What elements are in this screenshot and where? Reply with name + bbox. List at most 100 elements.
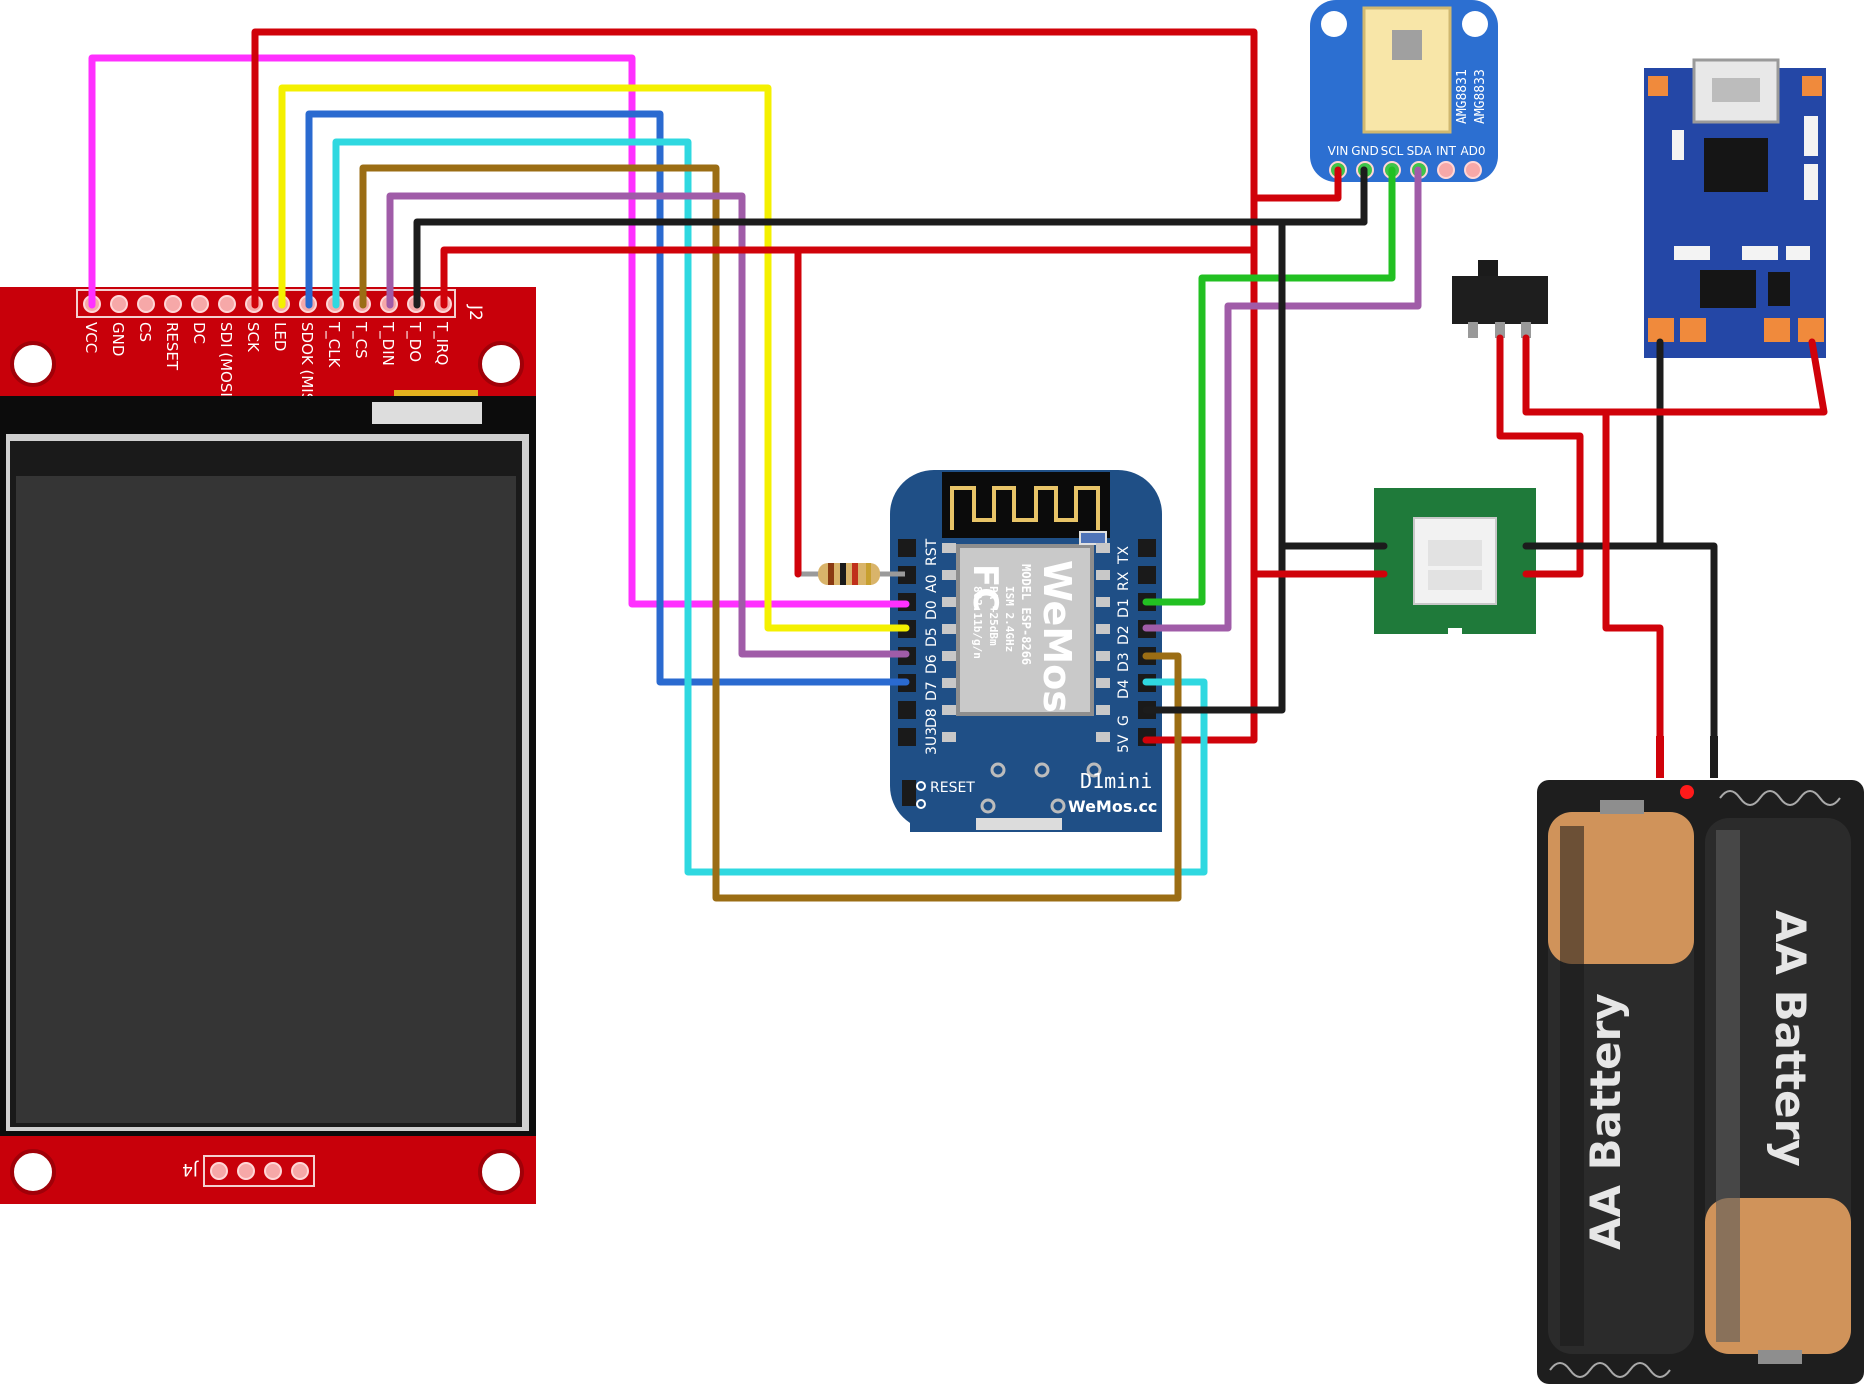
resistor-band: [852, 563, 858, 585]
tft-pin-label: T_CS: [351, 321, 370, 359]
jst-connector-module: [1374, 488, 1536, 636]
wire-blue: [305, 110, 910, 686]
tft-pin: [191, 295, 209, 313]
wire-red: [1250, 166, 1342, 202]
wemos-pin-label: D6: [924, 654, 940, 674]
wemos-pad: [1096, 624, 1110, 634]
switch-body: [1452, 276, 1548, 324]
tft-header-pins: [83, 295, 452, 313]
wemos-pin-label: RX: [1116, 571, 1132, 591]
wemos-left-header: [898, 701, 916, 719]
tft-header-outline: [76, 289, 456, 318]
wire-black: [1522, 542, 1718, 764]
wemos-pad: [942, 597, 956, 607]
wemos-pin-label: D7: [924, 681, 940, 701]
battery-holder: AA Battery AA Battery: [1537, 780, 1864, 1384]
sensor-pin: [1437, 161, 1455, 179]
sensor-lens: [1392, 30, 1422, 60]
usb-port: [1692, 58, 1780, 124]
wemos-pin-label: D1: [1116, 598, 1132, 618]
wires: [88, 28, 1828, 902]
wemos-via: [990, 762, 1006, 778]
wire-red: [1522, 334, 1828, 416]
tft-pin-label: T_DIN: [378, 321, 397, 366]
wemos-pin-label: D8: [924, 708, 940, 728]
wemos-pin-label: G: [1116, 715, 1132, 726]
wemos-via: [1050, 798, 1066, 814]
wemos-antenna: [950, 486, 1100, 530]
wemos-reset-label: RESET: [930, 780, 975, 796]
resistor-band: [840, 563, 846, 585]
esp-model-line: PA +25dBm: [987, 586, 1000, 646]
charger-pad: [1798, 318, 1824, 342]
battery-label: AA Battery: [1581, 993, 1630, 1250]
slide-switch: [1452, 260, 1548, 338]
wemos-board-lower: [910, 740, 1162, 832]
wemos-d1-mini: MODEL ESP-8266 ISM 2.4GHz PA +25dBm 802.…: [890, 470, 1162, 832]
wemos-pad: [942, 570, 956, 580]
switch-pin: [1468, 322, 1478, 338]
wemos-pad: [942, 651, 956, 661]
wire-yellow: [278, 84, 910, 632]
tft-pin-label: VCC: [82, 322, 100, 353]
connector-notch: [1448, 628, 1462, 636]
wemos-pin-headers: [898, 539, 1156, 746]
esp-logo-fc: FC: [965, 564, 1005, 612]
wemos-pin-label: D2: [1116, 625, 1132, 645]
tft-footer-pin: [291, 1162, 309, 1180]
tft-footer-pin: [210, 1162, 228, 1180]
wemos-left-header: [898, 728, 916, 746]
tft-pin-label: DC: [190, 322, 208, 344]
wemos-pad: [1096, 651, 1110, 661]
tft-pin-label: SCK: [244, 322, 262, 353]
wire-red: [1496, 334, 1584, 578]
tft-pin-label: RESET: [163, 322, 181, 371]
tft-header-label: J2: [465, 304, 485, 321]
charger-pad: [1802, 76, 1822, 96]
sensor-model-line: AMG8831: [1455, 69, 1470, 124]
tft-pin-label: LED: [271, 322, 289, 351]
esp-model-line: 802.11b/g/n: [971, 586, 984, 659]
charger-pad: [1764, 318, 1790, 342]
tft-mount-hole: [478, 1149, 524, 1195]
esp-model-line: MODEL ESP-8266: [1019, 564, 1033, 665]
charger-pad: [1648, 318, 1674, 342]
charger-pad: [1680, 318, 1706, 342]
sensor-mount-hole: [1462, 11, 1488, 37]
charger-component: [1768, 272, 1790, 306]
wire-red: [440, 246, 1254, 309]
charger-component: [1804, 116, 1818, 156]
tft-footer-pin: [237, 1162, 255, 1180]
wemos-pad: [942, 678, 956, 688]
wire-purple: [386, 192, 910, 658]
wire-red: [251, 28, 1258, 744]
esp-logo-brand: WeMos: [1035, 560, 1079, 713]
battery-cell-right-shade: [1716, 830, 1740, 1342]
charger-component: [1804, 164, 1818, 200]
wire-red: [1602, 408, 1664, 764]
wemos-pin-label: 3U3: [924, 727, 940, 755]
tft-pin-label: SDI (MOSI): [217, 322, 235, 403]
battery-polarity-dot: [1680, 785, 1694, 799]
tft-pin: [164, 295, 182, 313]
wemos-pad: [1096, 678, 1110, 688]
battery-lead-black: [1710, 736, 1718, 778]
wemos-shield: [956, 544, 1094, 716]
tft-mount-hole: [478, 341, 524, 387]
wemos-pad: [942, 705, 956, 715]
tft-pin: [137, 295, 155, 313]
sensor-chip: [1362, 6, 1452, 134]
tft-footer-pins: [210, 1162, 309, 1180]
sensor-pin-label: SDA: [1407, 144, 1433, 158]
wemos-site-label: WeMos.cc: [1068, 797, 1157, 816]
wemos-pin-label: D4: [1116, 679, 1132, 699]
wire-cyan: [332, 138, 1208, 876]
wemos-right-header: [1138, 539, 1156, 557]
resistor-band: [866, 563, 871, 585]
sensor-pin-label: SCL: [1381, 144, 1404, 158]
battery-spring: [1719, 790, 1841, 806]
tft-screen: [16, 476, 516, 1123]
